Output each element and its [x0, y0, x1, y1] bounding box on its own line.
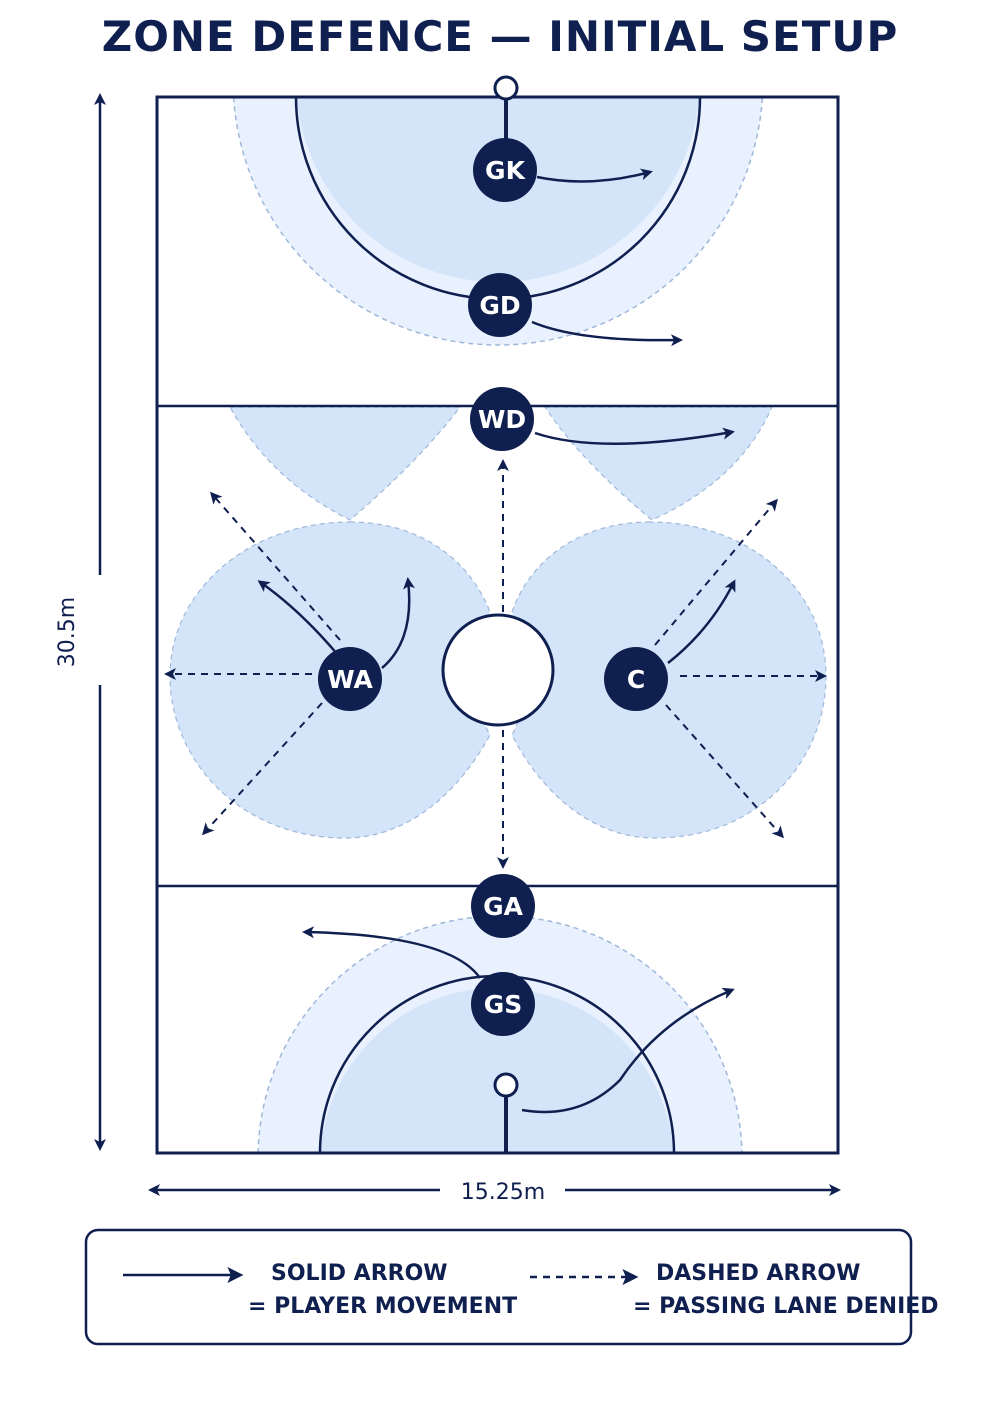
player-label: GS — [484, 990, 523, 1019]
move-gs-right — [521, 987, 735, 1114]
player-label: C — [627, 665, 645, 694]
move-wa-right — [381, 577, 416, 669]
move-gd — [531, 320, 683, 347]
zone-wd-right — [543, 406, 773, 521]
move-c — [667, 579, 736, 664]
player-label: WD — [478, 405, 526, 434]
zone-wd-left — [228, 406, 462, 521]
lane-wa-upleft — [210, 491, 341, 641]
diagram-title: ZONE DEFENCE — INITIAL SETUP — [101, 12, 899, 61]
player-wd: WD — [470, 387, 534, 451]
legend-dashed-title: DASHED ARROW — [656, 1261, 860, 1286]
player-c: C — [604, 647, 668, 711]
centre-circle — [441, 613, 555, 727]
player-wa: WA — [318, 647, 382, 711]
dimension-width-label: 15.25m — [461, 1180, 545, 1205]
player-gd: GD — [468, 273, 532, 337]
goal-ring-top-icon — [493, 75, 519, 101]
player-label: WA — [327, 665, 373, 694]
player-gs: GS — [471, 972, 535, 1036]
player-label: GD — [479, 291, 520, 320]
dimension-length: 30.5m — [55, 93, 118, 1151]
legend-solid-desc: = PLAYER MOVEMENT — [248, 1294, 517, 1319]
legend-box — [84, 1228, 913, 1346]
lane-wa-downleft — [201, 702, 323, 836]
move-gk — [536, 168, 653, 183]
lane-c-upright — [654, 498, 778, 646]
player-ga: GA — [471, 874, 535, 938]
legend-solid-title: SOLID ARROW — [271, 1261, 448, 1286]
player-label: GA — [483, 892, 524, 921]
move-wd — [534, 427, 735, 445]
legend-dashed-desc: = PASSING LANE DENIED — [633, 1294, 939, 1319]
movement-arrows — [257, 168, 736, 1114]
goal-ring-bottom-icon — [493, 1072, 519, 1098]
zone-bottom-inner — [320, 988, 674, 1153]
move-wa-left — [257, 580, 339, 656]
lane-c-downright — [665, 704, 784, 839]
zone-c — [511, 521, 827, 839]
dimension-length-label: 30.5m — [55, 597, 80, 667]
player-gk: GK — [473, 138, 537, 202]
legend: SOLID ARROW = PLAYER MOVEMENT DASHED ARR… — [84, 1228, 939, 1346]
move-gs-left — [302, 926, 482, 979]
dimension-width: 15.25m — [148, 1180, 841, 1205]
player-label: GK — [485, 156, 527, 185]
passing-lanes — [164, 459, 827, 869]
player-tokens: GK GD WD WA C GA GS — [318, 138, 668, 1036]
